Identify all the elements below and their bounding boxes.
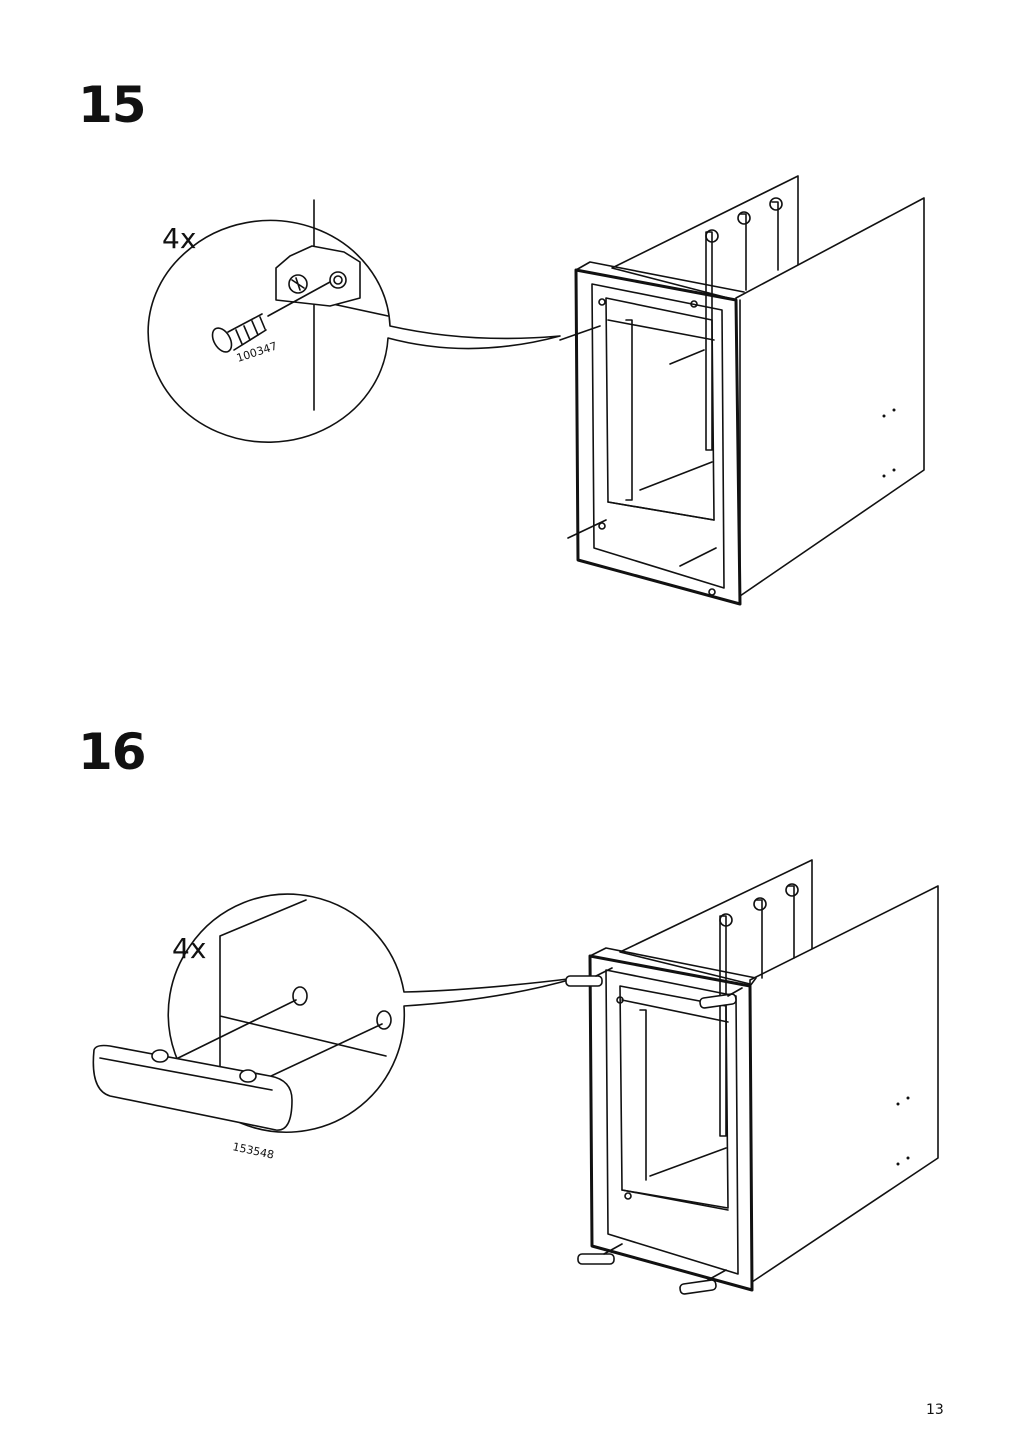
bracket-icon (275, 245, 361, 307)
glide-pad-icon (92, 1044, 293, 1131)
detail-callout-16 (92, 893, 577, 1133)
detail-callout-15 (147, 199, 561, 443)
step-15-illustration: 4x 100347 (147, 175, 925, 606)
quantity-label-16: 4x (172, 932, 206, 965)
part-number-16: 153548 (231, 1140, 275, 1161)
screw-icon (211, 313, 267, 353)
step-16-illustration: 4x 153548 (92, 859, 939, 1295)
quantity-label-15: 4x (162, 222, 196, 255)
page-number: 13 (926, 1402, 944, 1418)
cabinet-frame-16 (565, 859, 939, 1295)
step-number-16: 16 (78, 723, 147, 781)
cabinet-frame-15 (559, 175, 925, 606)
step-number-15: 15 (78, 76, 147, 134)
